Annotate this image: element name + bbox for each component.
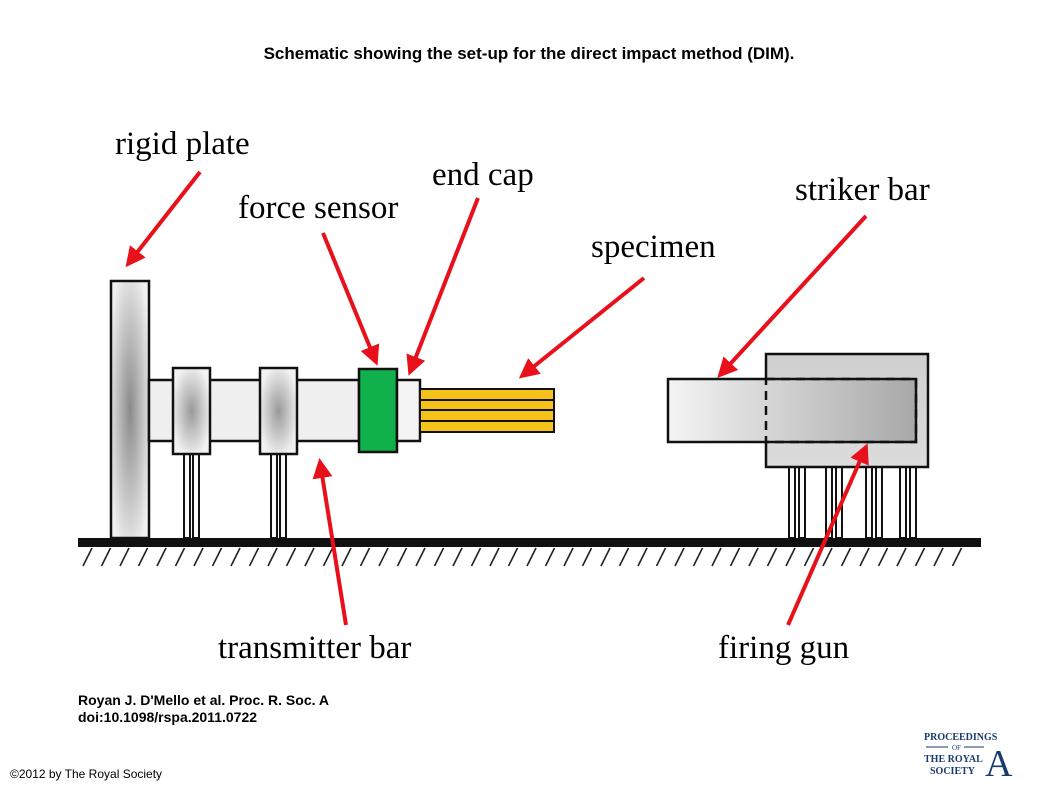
ground-hatch [415,547,426,567]
ground-hatch [859,547,870,567]
label-rigid-plate: rigid plate [115,126,250,162]
citation-doi: doi:10.1098/rspa.2011.0722 [78,709,258,725]
ground-hatch [840,547,852,567]
ground-hatch [563,547,574,567]
ground-hatch [896,547,907,567]
ground-hatch [729,547,741,567]
ground-hatch [137,547,149,567]
ground-hatch [785,547,796,567]
ground-hatch [82,547,93,567]
ground-hatch [341,547,352,567]
ground-hatch [803,547,815,567]
arrow-striker-bar [717,214,868,378]
logo-of: OF [952,744,961,752]
citation-authors: Royan J. D'Mello et al. Proc. R. Soc. A [78,692,329,708]
ground-hatch [711,547,722,567]
label-firing-gun: firing gun [718,630,849,666]
ground-hatch [285,547,297,567]
ground-hatch [822,547,833,567]
label-specimen: specimen [591,229,716,265]
annotation-arrows [125,170,869,626]
ground-hatch [489,547,500,567]
end-cap [395,378,422,443]
arrow-firing-gun [786,443,869,626]
label-transmitter-bar: transmitter bar [218,630,411,666]
ground-hatch [637,547,648,567]
logo-letter: A [985,743,1013,778]
ground-hatch [119,547,130,567]
support-block [171,366,212,456]
figure-title: Schematic showing the set-up for the dir… [263,44,795,63]
arrow-rigid-plate [125,170,202,268]
support-legs [183,451,287,539]
ground-hatch [248,547,260,567]
ground-hatch [304,547,315,567]
ground-hatch [933,547,944,567]
ground-hatch [951,547,963,567]
proceedings-royal-society-a-logo: PROCEEDINGS OF THE ROYAL SOCIETY A [924,732,1013,778]
ground-hatch [156,547,167,567]
ground-hatch [766,547,778,567]
label-end-cap: end cap [432,157,534,193]
specimen [419,388,555,433]
ground-hatch [748,547,759,567]
ground-hatch [914,547,926,567]
ground-hatch [877,547,889,567]
ground-hatch [692,547,704,567]
arrow-end-cap [406,197,480,376]
logo-line3: SOCIETY [930,766,976,777]
ground-hatch [600,547,611,567]
support-block [258,366,299,456]
ground-hatch [544,547,556,567]
ground-hatch [655,547,667,567]
copyright: ©2012 by The Royal Society [10,767,163,781]
ground-hatch [396,547,408,567]
citation: Royan J. D'Mello et al. Proc. R. Soc. A … [78,692,329,726]
ground-hatch [211,547,223,567]
ground-hatch [359,547,371,567]
logo-line2: THE ROYAL [924,754,983,765]
striker-bar [666,377,918,444]
label-striker-bar: striker bar [795,172,930,208]
ground-hatch [618,547,630,567]
ground-hatch [100,547,112,567]
ground-hatch [507,547,519,567]
ground-hatch [174,547,186,567]
rigid-plate [109,279,151,540]
striker-bar-hidden-outline [764,377,918,444]
arrow-transmitter-bar [312,458,348,626]
ground-hatch [674,547,685,567]
ground [78,538,981,567]
ground-hatch [267,547,278,567]
ground-hatch [470,547,482,567]
ground-hatch [378,547,389,567]
force-sensor [357,367,399,454]
arrow-force-sensor [321,232,380,366]
ground-hatch [433,547,445,567]
ground-hatch [230,547,241,567]
ground-hatch [193,547,204,567]
arrow-specimen [518,276,646,379]
ground-hatch [526,547,537,567]
label-force-sensor: force sensor [238,190,398,226]
logo-line1: PROCEEDINGS [924,732,998,743]
ground-hatch [452,547,463,567]
ground-hatch [581,547,593,567]
ground-hatch [322,547,334,567]
